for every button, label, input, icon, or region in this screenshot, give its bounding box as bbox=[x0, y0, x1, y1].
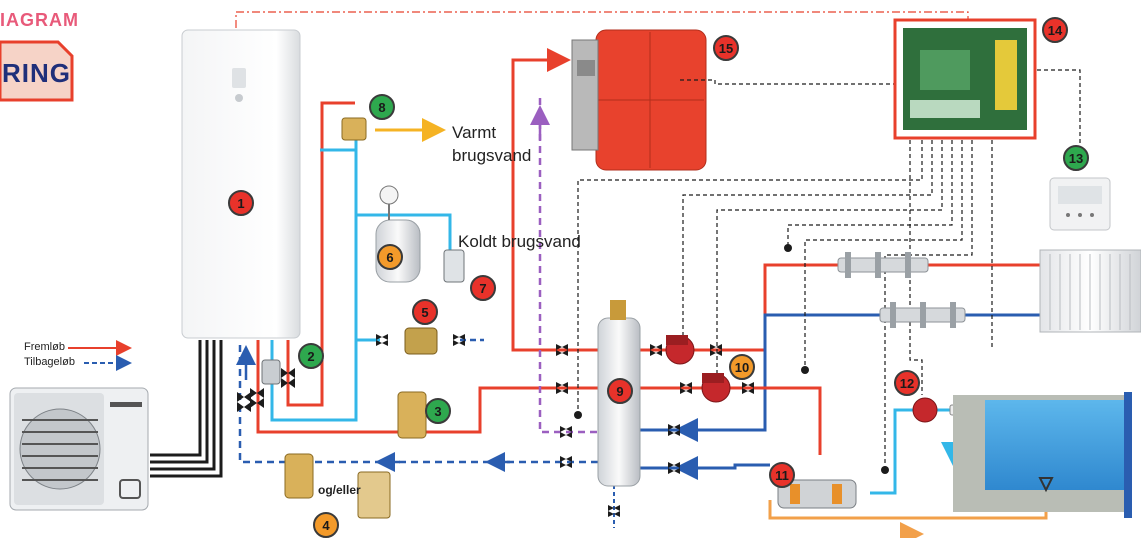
outdoor-heat-pump bbox=[9, 387, 149, 511]
hot-water-label-1: Varmt bbox=[452, 123, 497, 142]
component-badge-8: 8 bbox=[369, 94, 395, 120]
room-controller bbox=[1049, 177, 1111, 231]
hot-water-label-2: brugsvand bbox=[452, 146, 532, 165]
component-badge-14: 14 bbox=[1042, 17, 1068, 43]
component-badge-15: 15 bbox=[713, 35, 739, 61]
indoor-unit bbox=[181, 29, 301, 339]
manifold-supply bbox=[837, 252, 929, 278]
controller-board bbox=[893, 18, 1037, 140]
component-badge-4: 4 bbox=[313, 512, 339, 538]
component-badge-3: 3 bbox=[425, 398, 451, 424]
cold-water-label: Koldt brugsvand bbox=[458, 232, 581, 251]
pool-heat-exchanger bbox=[777, 479, 857, 509]
safety-group-7 bbox=[443, 249, 465, 283]
component-badge-2: 2 bbox=[298, 343, 324, 369]
legend-return: Tilbageløb bbox=[24, 356, 75, 368]
component-badge-13: 13 bbox=[1063, 145, 1089, 171]
dirt-separator-3 bbox=[397, 391, 427, 439]
swimming-pool bbox=[953, 392, 1132, 518]
component-badge-7: 7 bbox=[470, 275, 496, 301]
component-badge-1: 1 bbox=[228, 190, 254, 216]
and-or-label: og/eller bbox=[318, 483, 361, 497]
manifold-return bbox=[879, 302, 966, 328]
filling-valve-5 bbox=[404, 327, 438, 355]
component-badge-11: 11 bbox=[769, 462, 795, 488]
component-badge-5: 5 bbox=[412, 299, 438, 325]
component-badge-12: 12 bbox=[894, 370, 920, 396]
boiler bbox=[571, 29, 900, 171]
header-logo bbox=[0, 40, 74, 102]
pump-circuit-1 bbox=[665, 335, 695, 365]
component-badge-9: 9 bbox=[607, 378, 633, 404]
header-badge-fragment: RING bbox=[2, 58, 71, 88]
component-badge-10: 10 bbox=[729, 354, 755, 380]
component-badge-6: 6 bbox=[377, 244, 403, 270]
legend-flow: Fremløb bbox=[24, 341, 65, 353]
header-title-fragment: IAGRAM bbox=[0, 10, 79, 30]
magnetic-filter-4 bbox=[284, 453, 391, 519]
flow-switch-2 bbox=[261, 359, 281, 385]
radiator bbox=[1039, 249, 1141, 333]
mixing-valve-8 bbox=[341, 117, 367, 141]
pump-circuit-2 bbox=[701, 373, 731, 403]
